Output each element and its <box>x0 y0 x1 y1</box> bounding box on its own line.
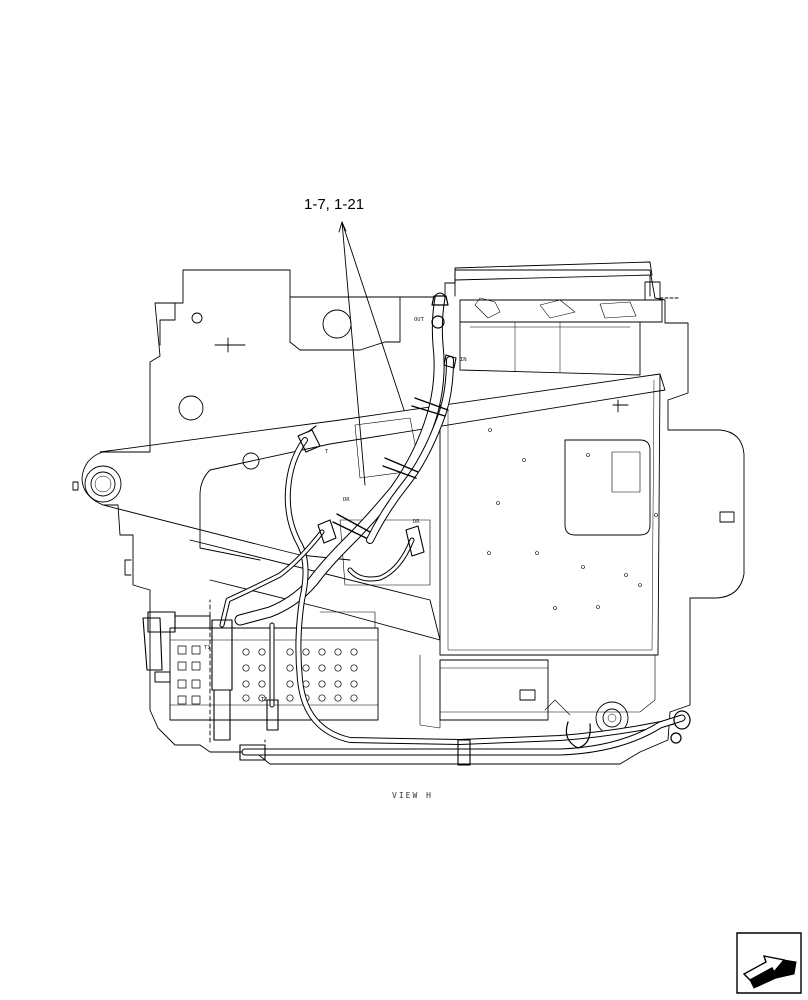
valve-block-bolt <box>177 645 187 655</box>
valve-stud <box>258 694 266 702</box>
valve-stud <box>318 694 326 702</box>
valve-stud <box>350 664 358 672</box>
valve-stud <box>334 648 342 656</box>
port-label-dr-2: DR <box>413 519 420 525</box>
valve-stud <box>242 694 250 702</box>
valve-stud <box>258 680 266 688</box>
hydraulic-hoses <box>142 292 691 766</box>
valve-block-bolt <box>191 695 201 705</box>
valve-block-bolt <box>191 645 201 655</box>
next-page-arrow-icon[interactable] <box>736 932 802 994</box>
port-label-in: IN <box>460 357 467 363</box>
valve-stud <box>242 664 250 672</box>
valve-block-bolt <box>177 679 187 689</box>
port-label-out: OUT <box>414 317 424 323</box>
view-caption: VIEW H <box>392 791 433 800</box>
valve-stud <box>286 694 294 702</box>
callout-leader-lines <box>338 221 405 486</box>
valve-stud <box>302 664 310 672</box>
port-label-t2: T2 <box>261 697 268 703</box>
chassis-frame <box>72 269 745 765</box>
valve-stud <box>318 664 326 672</box>
lower-right-tank <box>439 654 656 735</box>
valve-stud <box>286 680 294 688</box>
valve-stud <box>318 648 326 656</box>
lower-long-hose <box>241 714 686 756</box>
oil-cooler <box>454 261 681 376</box>
valve-stud <box>350 648 358 656</box>
port-label-t: T <box>325 449 329 455</box>
valve-stud <box>350 680 358 688</box>
valve-block-bolt <box>191 679 201 689</box>
drain-hose-left <box>284 437 675 745</box>
valve-stud <box>302 648 310 656</box>
valve-stud <box>318 680 326 688</box>
valve-stud <box>334 694 342 702</box>
valve-block-bolt <box>191 661 201 671</box>
valve-stud <box>286 648 294 656</box>
valve-block-bolt <box>177 661 187 671</box>
callout-part-label: 1-7, 1-21 <box>304 196 365 213</box>
port-label-dr-1: DR <box>343 497 350 503</box>
valve-stud <box>258 648 266 656</box>
valve-stud <box>334 664 342 672</box>
valve-stud <box>286 664 294 672</box>
port-label-t1: T1 <box>204 645 211 651</box>
valve-stud <box>258 664 266 672</box>
valve-stud <box>242 680 250 688</box>
valve-stud <box>350 694 358 702</box>
valve-block-bolt <box>177 695 187 705</box>
valve-stud <box>242 648 250 656</box>
valve-stud <box>334 680 342 688</box>
